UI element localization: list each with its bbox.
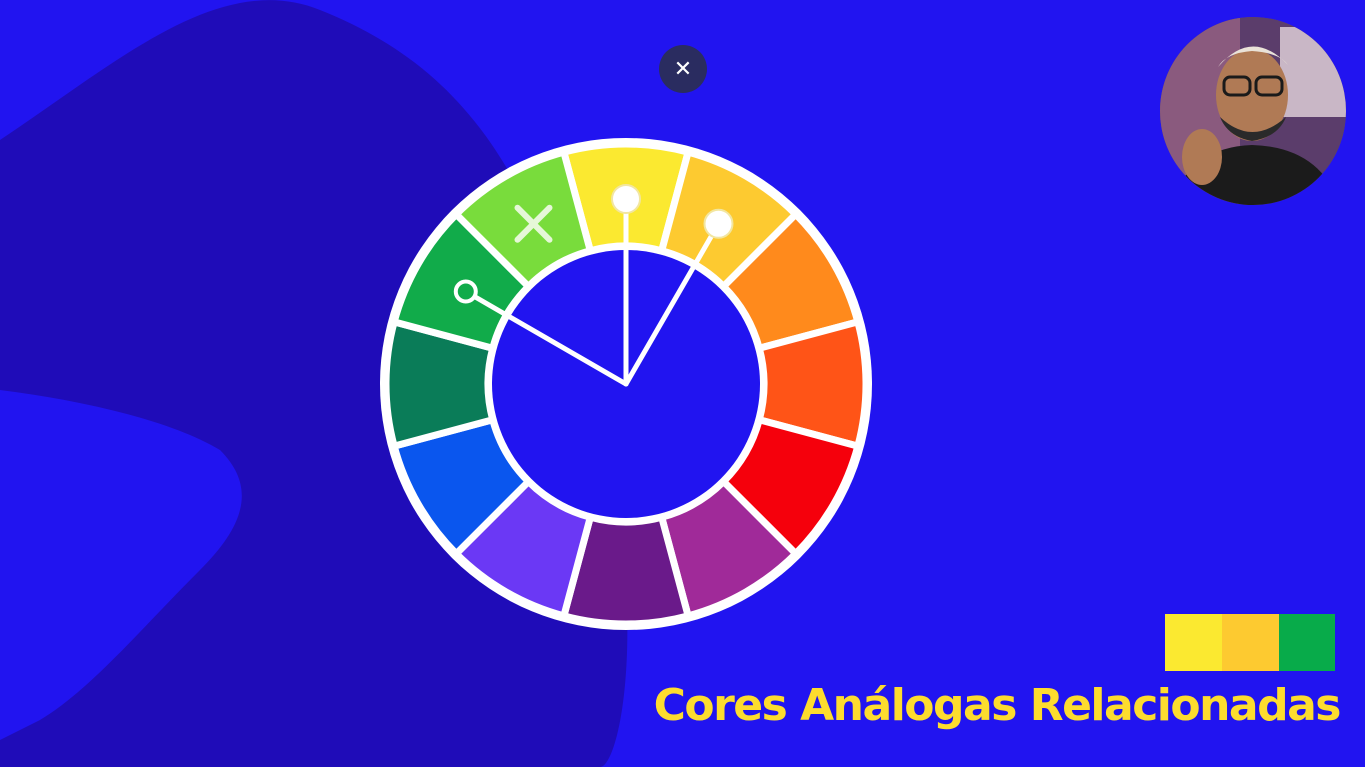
remove-cross-icon[interactable] [514,204,553,243]
presenter-webcam [1160,17,1346,205]
selector-handle-ring[interactable] [453,279,478,304]
close-icon: ✕ [673,56,693,82]
selector-handle[interactable] [703,208,734,239]
color-wheel [380,138,872,630]
selector-line [463,289,629,387]
palette-swatch-green [1279,614,1335,671]
close-button[interactable]: ✕ [659,45,707,93]
palette-swatch-yellow-orange [1222,614,1279,671]
palette-swatch-yellow [1165,614,1222,671]
selector-line [623,221,721,387]
analogous-palette [1165,614,1335,671]
selector-handle[interactable] [611,184,641,214]
slide-caption: Cores Análogas Relacionadas [653,680,1342,731]
wheel-segment [452,148,594,290]
presenter-image [1160,17,1346,205]
